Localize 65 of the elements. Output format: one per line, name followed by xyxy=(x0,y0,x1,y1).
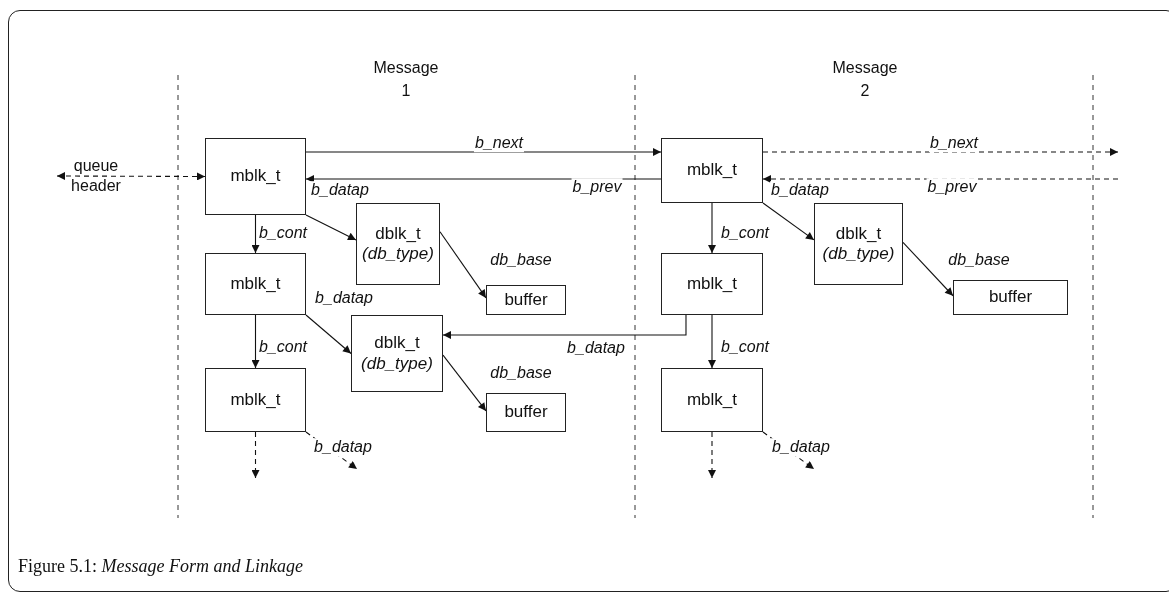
edge-label: b_datap xyxy=(314,289,374,307)
edge-label: b_datap xyxy=(771,438,831,456)
node-label: mblk_t xyxy=(230,389,281,411)
edge-label: b_prev xyxy=(926,178,978,196)
edge-label: b_datap xyxy=(770,181,830,199)
node-label: (db_type) xyxy=(822,244,895,265)
struct-box xyxy=(205,368,306,432)
dashed-arrow xyxy=(762,148,1119,156)
edge-label: queue header xyxy=(70,156,122,196)
struct-box xyxy=(661,253,763,315)
edge-label: b_cont xyxy=(258,224,308,242)
arrow xyxy=(442,354,487,412)
edge-label: b_prev xyxy=(571,178,623,196)
edge-label: b_datap xyxy=(566,339,626,357)
struct-box xyxy=(356,203,440,285)
figure-caption: Figure 5.1: Message Form and Linkage xyxy=(18,556,303,577)
edge-label: db_base xyxy=(489,251,553,269)
node-label: mblk_t xyxy=(230,273,281,295)
column-heading: Message 1 xyxy=(372,58,440,102)
edge-label: b_cont xyxy=(258,338,308,356)
struct-box xyxy=(486,393,566,432)
edge-label: b_cont xyxy=(720,224,770,242)
edge-label: b_cont xyxy=(720,338,770,356)
column-heading: Message 2 xyxy=(831,58,899,102)
arrow xyxy=(251,314,260,369)
struct-box xyxy=(351,315,443,392)
struct-box xyxy=(205,138,306,215)
node-label: mblk_t xyxy=(230,166,281,187)
node-label: mblk_t xyxy=(686,389,738,411)
struct-box xyxy=(486,285,566,315)
node-label: buffer xyxy=(504,402,548,423)
arrow xyxy=(442,314,687,339)
dashed-arrow xyxy=(708,431,716,479)
dashed-arrow xyxy=(251,431,260,479)
edge-label: b_datap xyxy=(310,181,370,199)
struct-box xyxy=(661,368,763,432)
edge-label: b_datap xyxy=(313,438,373,456)
struct-box xyxy=(205,253,306,315)
node-label: dblk_t xyxy=(374,333,420,354)
edge-label: db_base xyxy=(947,251,1011,269)
arrow xyxy=(902,241,954,297)
arrow xyxy=(439,231,487,299)
struct-box xyxy=(814,203,903,285)
node-label: (db_type) xyxy=(362,244,434,265)
arrow xyxy=(251,214,260,254)
edge-label: b_next xyxy=(474,134,524,152)
node-label: buffer xyxy=(988,287,1033,308)
arrow xyxy=(708,314,716,369)
arrow xyxy=(305,314,352,355)
arrow xyxy=(708,202,716,254)
arrow xyxy=(762,202,815,241)
node-label: buffer xyxy=(504,289,548,311)
node-label: dblk_t xyxy=(835,223,882,244)
dashed-arrow xyxy=(56,172,206,181)
node-label: (db_type) xyxy=(361,353,433,374)
arrow xyxy=(305,175,662,183)
struct-box xyxy=(661,138,763,203)
node-label: mblk_t xyxy=(686,160,738,181)
node-label: dblk_t xyxy=(375,223,421,244)
edge-label: b_next xyxy=(929,134,979,152)
node-label: mblk_t xyxy=(686,273,738,295)
dashed-arrow xyxy=(762,175,1119,183)
arrow xyxy=(305,214,357,241)
edge-label: db_base xyxy=(489,364,553,382)
struct-box xyxy=(953,280,1068,315)
